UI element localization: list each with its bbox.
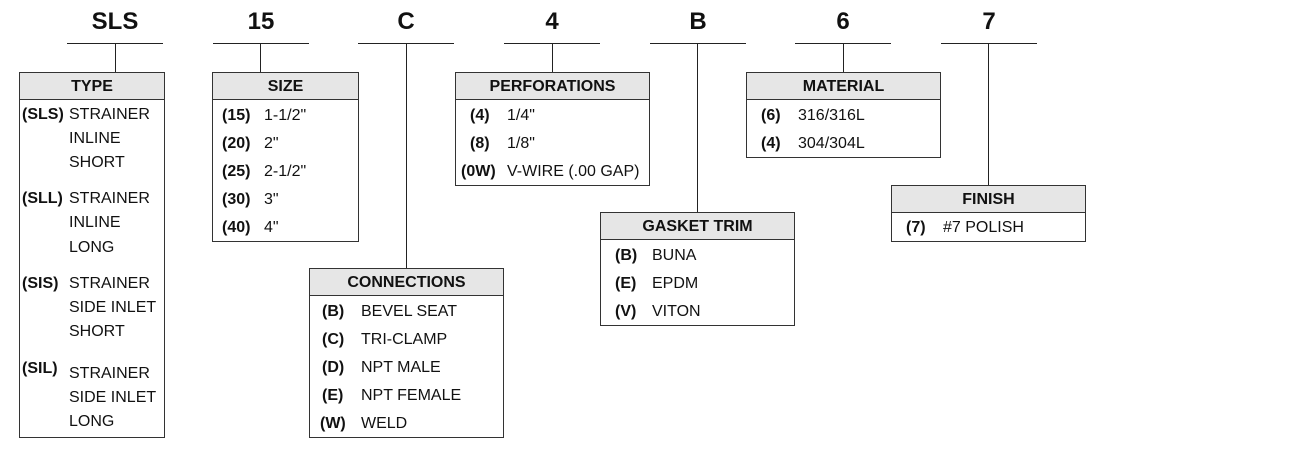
option-code: (40)	[222, 219, 251, 236]
code-size: 15	[247, 8, 275, 35]
option-code: (25)	[222, 163, 251, 180]
type-code: (SLS)	[22, 106, 64, 123]
material-box: MATERIAL (6) 316/316L (4) 304/304L	[746, 72, 941, 158]
option-label: BEVEL SEAT	[361, 303, 458, 320]
option-label: VITON	[652, 303, 701, 320]
code-gasket: B	[689, 8, 707, 35]
type-line: STRAINER	[69, 190, 150, 207]
type-line: SHORT	[69, 154, 125, 171]
type-header: TYPE	[20, 73, 164, 100]
option-label: #7 POLISH	[943, 219, 1024, 236]
code-type: SLS	[91, 8, 139, 35]
type-line: STRAINER	[69, 275, 150, 292]
gasket-header: GASKET TRIM	[601, 213, 794, 240]
option-code: (D)	[322, 359, 345, 376]
option-code: (20)	[222, 135, 251, 152]
type-line: SIDE INLET	[69, 389, 157, 406]
finish-header: FINISH	[892, 186, 1085, 213]
option-code: (4)	[470, 107, 490, 124]
option-label: 1/8"	[507, 135, 535, 152]
connections-box: CONNECTIONS (B) BEVEL SEAT (C) TRI-CLAMP (…	[309, 268, 504, 438]
connections-header: CONNECTIONS	[310, 269, 503, 296]
option-code: (7)	[906, 219, 926, 236]
option-code: (30)	[222, 191, 251, 208]
type-box: TYPE (SLS) STRAINER INLINE SHORT (SLL) S…	[19, 72, 165, 438]
option-code: (8)	[470, 135, 490, 152]
gasket-box: GASKET TRIM (B) BUNA (E) EPDM (V) VITON	[600, 212, 795, 326]
option-code: (C)	[322, 331, 345, 348]
connector-type	[115, 43, 116, 73]
option-label: 2-1/2"	[264, 163, 307, 180]
option-code: (E)	[322, 387, 344, 404]
type-line: INLINE	[69, 214, 121, 231]
option-code: (B)	[615, 247, 638, 264]
type-code: (SIL)	[22, 360, 58, 377]
type-code: (SLL)	[22, 190, 63, 207]
code-finish: 7	[982, 8, 996, 35]
type-line: LONG	[69, 239, 115, 256]
connector-gasket	[697, 43, 698, 213]
code-perforations: 4	[545, 8, 559, 35]
option-code: (0W)	[461, 163, 496, 180]
option-label: 316/316L	[798, 107, 865, 124]
underline-finish	[941, 43, 1037, 44]
connector-size	[260, 43, 261, 73]
type-line: SIDE INLET	[69, 299, 157, 316]
connector-finish	[988, 43, 989, 185]
option-code: (15)	[222, 107, 251, 124]
connector-connections	[406, 43, 407, 269]
option-label: 3"	[264, 191, 279, 208]
option-label: 1-1/2"	[264, 107, 307, 124]
option-label: 2"	[264, 135, 279, 152]
option-code: (V)	[615, 303, 637, 320]
connector-perforations	[552, 43, 553, 73]
perforations-header: PERFORATIONS	[456, 73, 649, 100]
type-line: STRAINER	[69, 365, 150, 382]
type-line: LONG	[69, 413, 115, 430]
option-label: V-WIRE (.00 GAP)	[507, 163, 640, 180]
type-code: (SIS)	[22, 275, 59, 292]
option-label: BUNA	[652, 247, 697, 264]
code-connections: C	[397, 8, 415, 35]
finish-box: FINISH (7) #7 POLISH	[891, 185, 1086, 242]
underline-gasket	[650, 43, 746, 44]
option-label: 304/304L	[798, 135, 865, 152]
size-box: SIZE (15) 1-1/2" (20) 2" (25) 2-1/2" (30) 3"…	[212, 72, 359, 242]
option-label: WELD	[361, 415, 408, 432]
option-label: EPDM	[652, 275, 699, 292]
option-code: (4)	[761, 135, 781, 152]
option-code: (E)	[615, 275, 637, 292]
option-label: NPT MALE	[361, 359, 441, 376]
option-code: (6)	[761, 107, 781, 124]
type-line: STRAINER	[69, 106, 150, 123]
option-code: (W)	[320, 415, 346, 432]
perforations-box: PERFORATIONS (4) 1/4" (8) 1/8" (0W) V-WIRE …	[455, 72, 650, 186]
type-line: SHORT	[69, 323, 125, 340]
option-label: 4"	[264, 219, 279, 236]
option-label: TRI-CLAMP	[361, 331, 448, 348]
connector-material	[843, 43, 844, 73]
option-label: NPT FEMALE	[361, 387, 462, 404]
code-material: 6	[836, 8, 850, 35]
underline-size	[213, 43, 309, 44]
option-label: 1/4"	[507, 107, 535, 124]
type-line: INLINE	[69, 130, 121, 147]
option-code: (B)	[322, 303, 345, 320]
material-header: MATERIAL	[747, 73, 940, 100]
size-header: SIZE	[213, 73, 358, 100]
